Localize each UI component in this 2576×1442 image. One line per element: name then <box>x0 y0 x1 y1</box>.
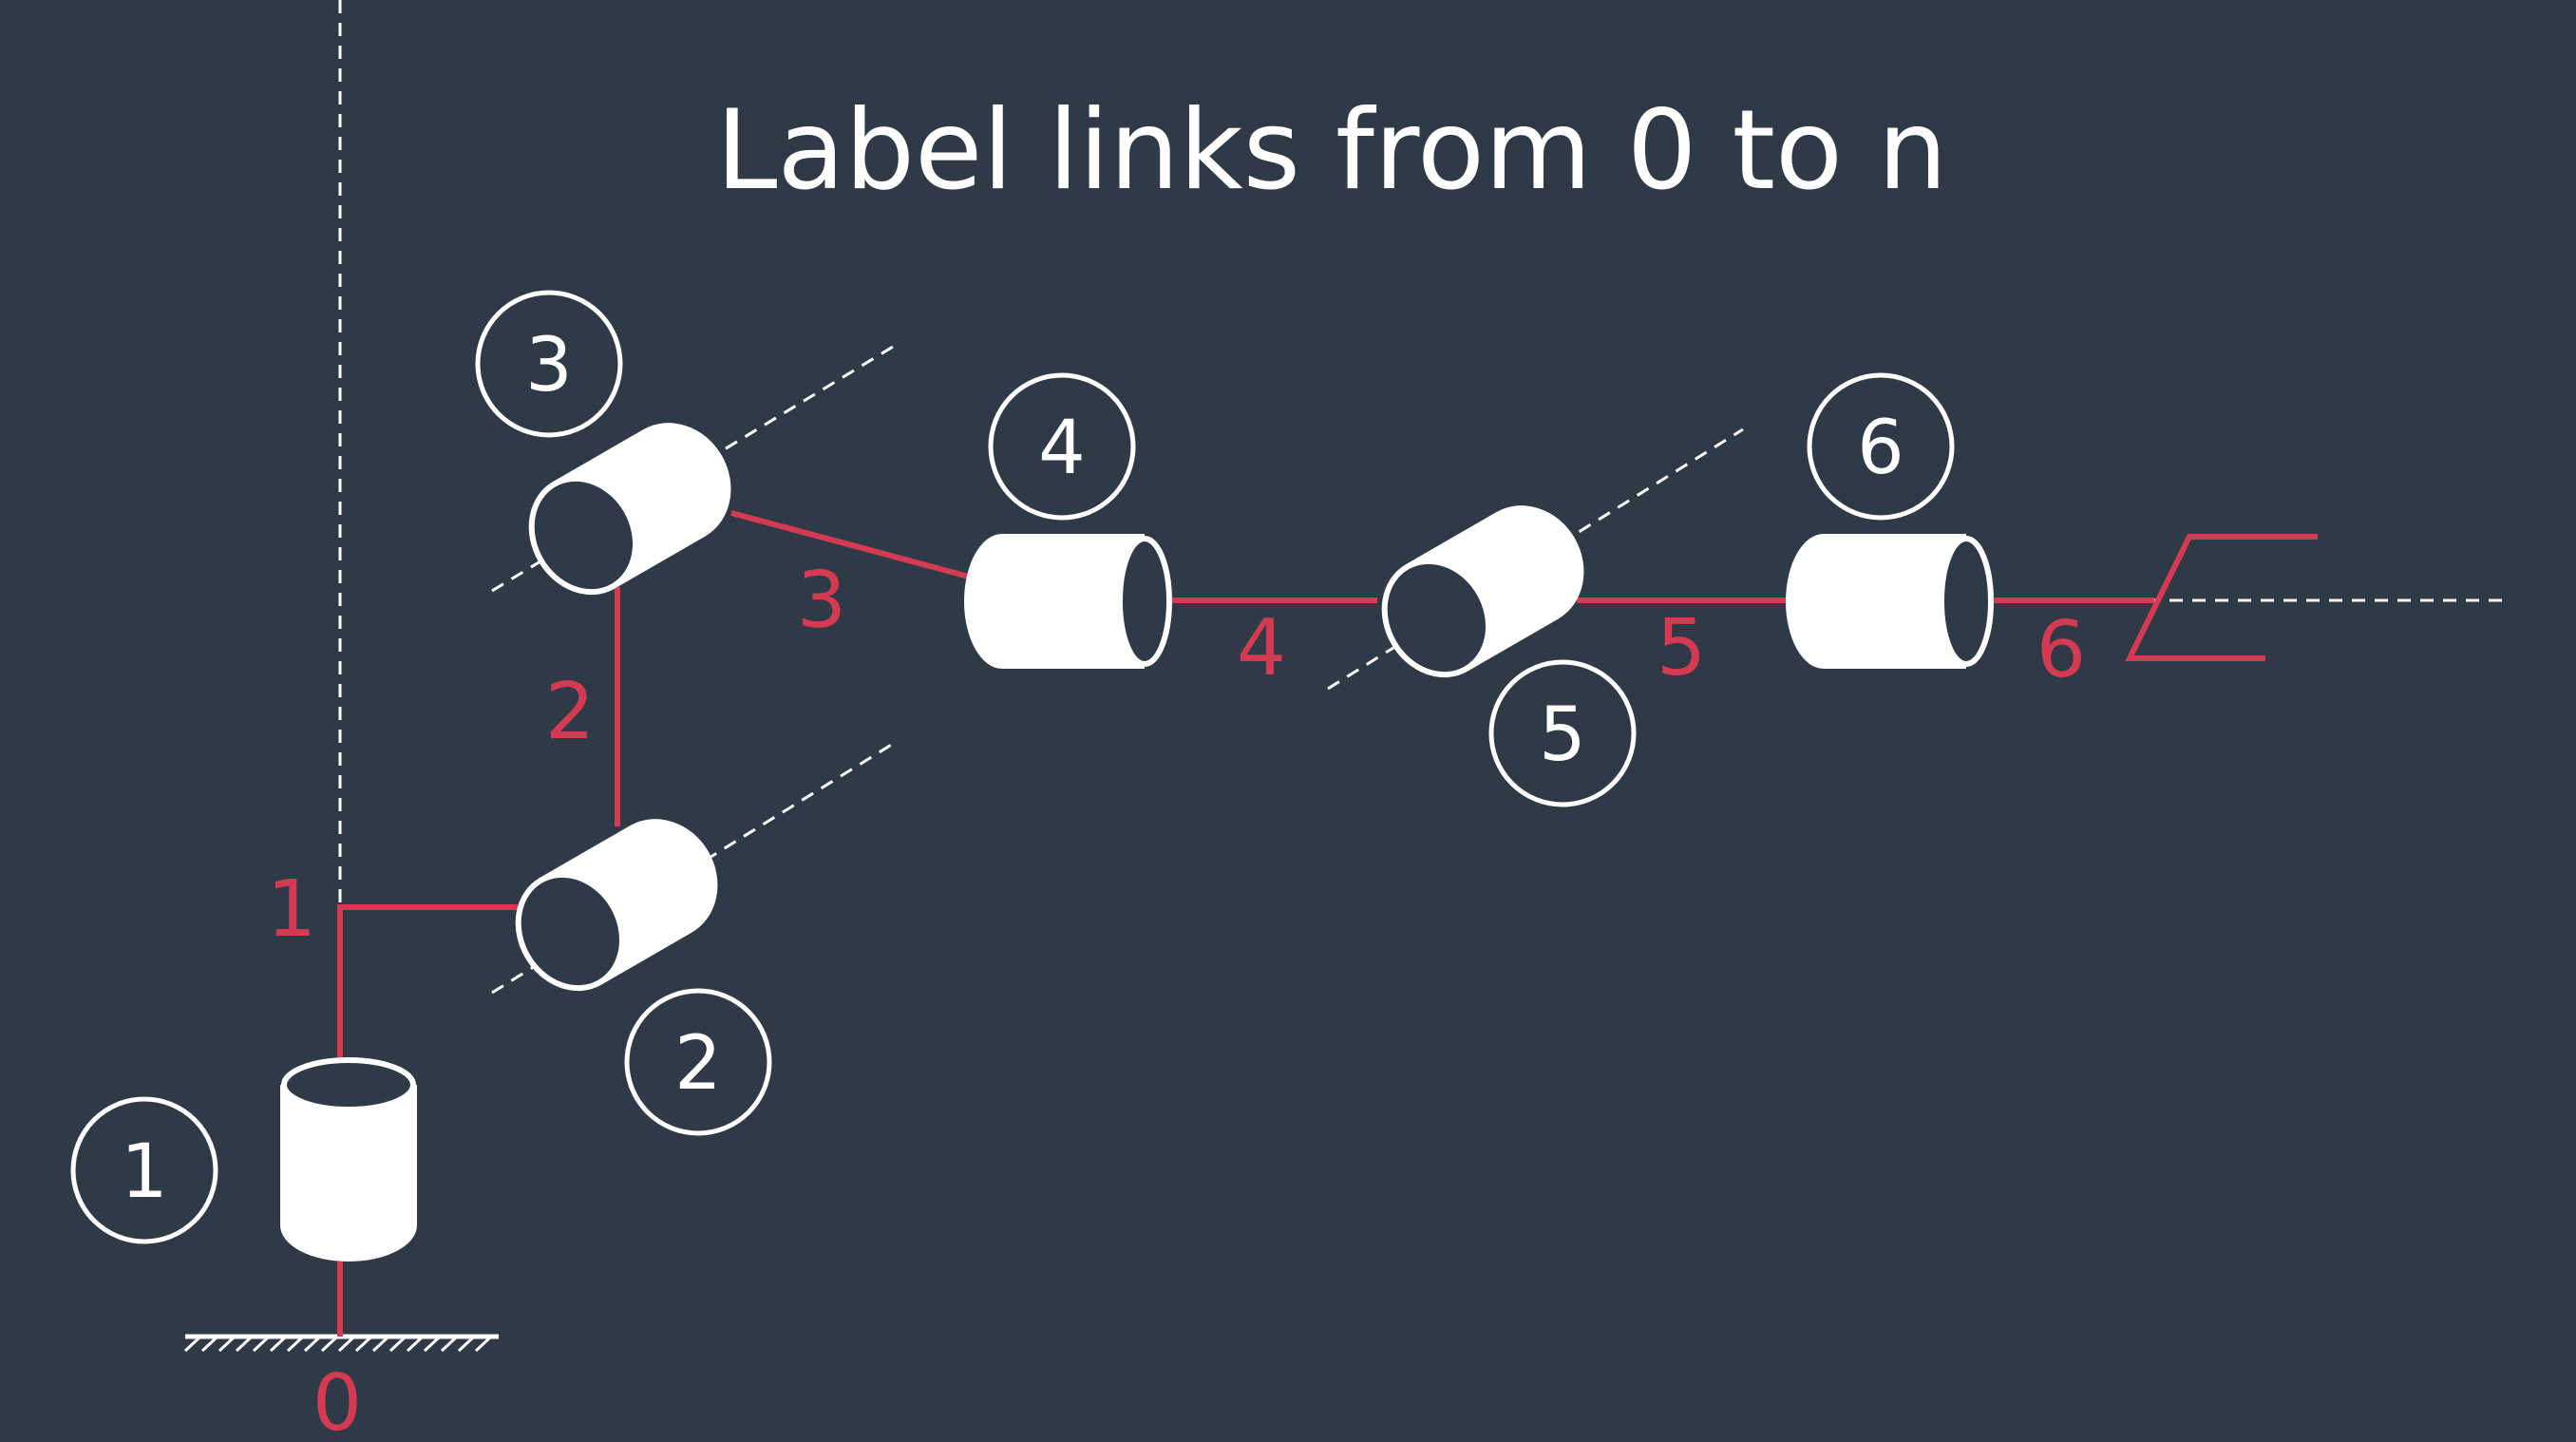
link-3-label: 3 <box>797 556 846 646</box>
link-6-gripper <box>1985 534 2318 661</box>
joint-4-label: 4 <box>1038 406 1086 491</box>
joint-2-label: 2 <box>674 1021 722 1107</box>
diagram-title: Label links from 0 to n <box>716 86 1948 215</box>
link-1-label: 1 <box>267 864 316 955</box>
link-3 <box>730 510 970 579</box>
link-labels: 0 1 2 3 4 5 6 <box>267 556 2086 1442</box>
joint-5-badge: 5 <box>1488 659 1637 807</box>
link-4-label: 4 <box>1237 603 1286 693</box>
joint-6-label: 6 <box>1857 406 1904 491</box>
joint-4-cylinder <box>964 534 1172 669</box>
joint-5-label: 5 <box>1539 693 1586 778</box>
joint-3-badge: 3 <box>475 290 623 438</box>
link-1 <box>337 904 518 1062</box>
joint-2-badge: 2 <box>624 988 772 1136</box>
joint-1-label: 1 <box>121 1129 168 1215</box>
links <box>337 510 2318 1337</box>
joint-3-cylinder <box>528 423 731 596</box>
link-5-label: 5 <box>1657 603 1706 693</box>
link-2-label: 2 <box>545 667 595 757</box>
joint-3-label: 3 <box>525 323 573 408</box>
joint-4-badge: 4 <box>988 372 1136 521</box>
link-0-label: 0 <box>313 1358 362 1442</box>
joint-6-cylinder <box>1786 534 1994 669</box>
joint-1-cylinder <box>280 1057 417 1262</box>
joint-5-cylinder <box>1381 505 1584 678</box>
joint-2-cylinder <box>515 819 718 992</box>
joint-1-badge: 1 <box>70 1096 218 1244</box>
joint-6-badge: 6 <box>1807 372 1955 521</box>
link-6-label: 6 <box>2036 605 2086 695</box>
joint-labels: 1 2 3 4 5 6 <box>70 290 1955 1244</box>
ground <box>183 1334 499 1353</box>
